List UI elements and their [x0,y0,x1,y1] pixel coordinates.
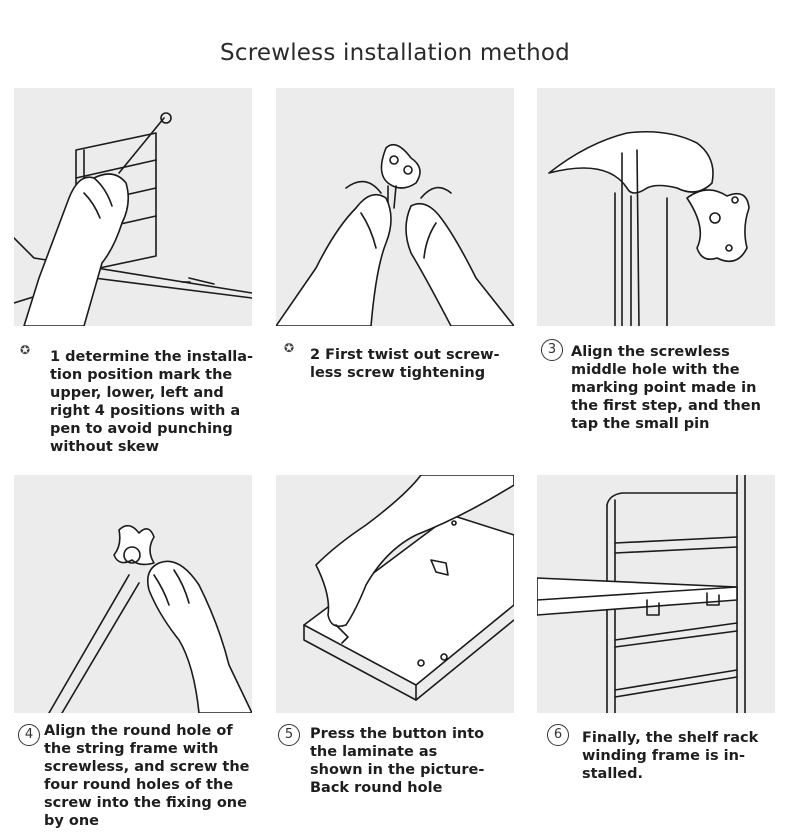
step-5-marker-icon: 5 [278,724,300,746]
step-1-illustration [14,88,252,326]
twist-screw-icon [276,143,514,326]
step-1-caption: 1 determine the installa- tion position … [50,349,254,455]
step-2-marker-icon: ✪ [284,341,295,355]
step-5-illustration [276,475,514,713]
step-3-marker-icon: 3 [541,339,563,361]
pen-marking-icon [14,112,252,326]
step-6-marker-icon: 6 [547,724,569,746]
step-6-caption: Finally, the shelf rack winding frame is… [582,730,759,782]
step-1-marker-icon: ✪ [20,343,31,357]
press-button-icon [303,475,514,701]
step-4-caption: Align the round hole of the string frame… [44,723,250,829]
step-2-illustration [276,88,514,326]
step-3-caption: Align the screwless middle hole with the… [571,344,761,432]
step-4-illustration [14,475,252,713]
step-4-marker-icon: 4 [18,724,40,746]
installed-shelf-icon [537,475,746,713]
step-2-caption: 2 First twist out screw- less screw tigh… [310,347,500,381]
hammer-icon [548,130,750,326]
step-5-caption: Press the button into the laminate as sh… [310,726,485,796]
step-3-illustration [537,88,775,326]
page-title: Screwless installation method [220,40,570,66]
step-6-illustration [537,475,775,713]
frame-screw-icon [48,524,252,713]
